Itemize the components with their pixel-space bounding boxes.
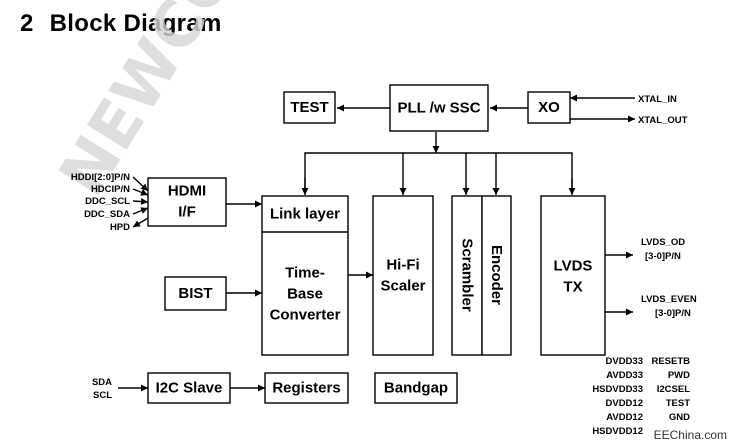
power-pin-dvdd33: DVDD33 (606, 356, 644, 367)
pll-block-label: PLL /w SSC (397, 100, 480, 117)
timebase-label-line2: Base (287, 286, 323, 303)
i2c-slave-label: I2C Slave (156, 380, 223, 397)
scrambler-block: Scrambler (451, 195, 483, 356)
hdmi-if-label-line1: HDMI (168, 183, 206, 200)
control-pin-pwd: PWD (668, 370, 690, 381)
signal-lvds-even-line1: LVDS_EVEN (641, 294, 697, 305)
registers-label: Registers (272, 380, 340, 397)
power-pin-hsdvdd12: HSDVDD12 (592, 426, 643, 437)
power-pin-hsdvdd33: HSDVDD33 (592, 384, 643, 395)
control-pin-gnd: GND (669, 412, 690, 423)
test-block-label: TEST (290, 99, 328, 116)
hifi-scaler-block: Hi-Fi Scaler (372, 195, 434, 356)
signal-lvds-even-line2: [3-0]P/N (655, 308, 691, 319)
section-title: Block Diagram (49, 10, 222, 37)
scrambler-label: Scrambler (459, 238, 476, 312)
control-pin-test: TEST (666, 398, 690, 409)
xo-block: XO (527, 91, 571, 124)
signal-ddc-sda: DDC_SDA (84, 209, 130, 220)
signal-sda: SDA (92, 377, 112, 388)
hdmi-if-block: HDMI I/F (147, 177, 227, 227)
xo-block-label: XO (538, 99, 560, 116)
bandgap-block: Bandgap (374, 372, 458, 404)
source-credit: EEChina.com (653, 428, 727, 442)
page-title: 2 Block Diagram (20, 10, 222, 38)
i2c-slave-block: I2C Slave (147, 372, 231, 404)
pll-block: PLL /w SSC (389, 84, 489, 132)
signal-scl: SCL (93, 390, 112, 401)
link-timebase-block: Link layer Time- Base Converter (261, 195, 349, 356)
section-number: 2 (20, 10, 34, 37)
hifi-scaler-label-line2: Scaler (380, 278, 425, 295)
power-pin-avdd12: AVDD12 (606, 412, 643, 423)
lvds-tx-label-line2: TX (563, 279, 582, 296)
signal-ddc-scl: DDC_SCL (85, 196, 130, 207)
encoder-block: Encoder (481, 195, 512, 356)
lvds-tx-block: LVDS TX (540, 195, 606, 356)
bist-block: BIST (164, 276, 227, 311)
control-pin-i2csel: I2CSEL (657, 384, 690, 395)
test-block: TEST (283, 91, 336, 124)
signal-xtal-in: XTAL_IN (638, 94, 677, 105)
bist-block-label: BIST (178, 285, 212, 302)
hdmi-if-label-line2: I/F (178, 204, 196, 221)
power-pin-dvdd12: DVDD12 (606, 398, 644, 409)
signal-lvds-od-line2: [3-0]P/N (645, 251, 681, 262)
signal-hdmi-data: HDDI[2:0]P/N (71, 172, 130, 183)
hifi-scaler-label-line1: Hi-Fi (386, 257, 419, 274)
lvds-tx-label-line1: LVDS (554, 258, 593, 275)
encoder-label: Encoder (488, 245, 505, 305)
link-layer-label: Link layer (270, 206, 340, 223)
signal-lvds-od-line1: LVDS_OD (641, 237, 685, 248)
control-pin-resetb: RESETB (651, 356, 690, 367)
signal-xtal-out: XTAL_OUT (638, 115, 688, 126)
timebase-label-line1: Time- (285, 265, 325, 282)
registers-block: Registers (264, 372, 349, 404)
timebase-label-line3: Converter (270, 307, 341, 324)
power-pin-avdd33: AVDD33 (606, 370, 643, 381)
bandgap-label: Bandgap (384, 380, 448, 397)
signal-hdmi-clock: HDCIP/N (91, 184, 130, 195)
signal-hpd: HPD (110, 222, 130, 233)
